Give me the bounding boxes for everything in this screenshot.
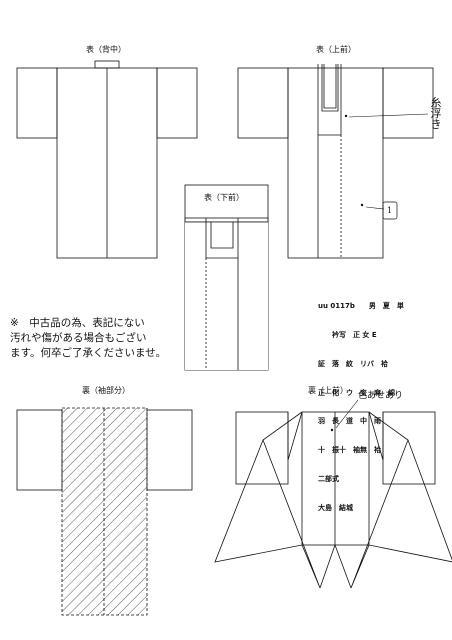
- label-lining-sleeve: 裏（袖部分）: [82, 386, 130, 395]
- label-back-center: 表（背中）: [86, 45, 126, 54]
- label-front-lower: 表（下前）: [204, 193, 244, 202]
- notice-line: ます。何卒ご了承くださいませ。: [10, 347, 167, 359]
- spec-line: uu 0117b 男 夏 単: [318, 302, 404, 311]
- kimono-lining-sleeve-view: [16, 407, 193, 616]
- handwritten-mark-one: 1: [387, 206, 393, 215]
- kimono-back-view: [16, 60, 198, 259]
- spec-line: 大島 結城: [318, 503, 353, 512]
- label-lining-upper: 裏（上前）: [308, 386, 348, 395]
- label-front-upper: 表（上前）: [316, 45, 356, 54]
- spec-line: 羽 長 道 中 雨: [318, 417, 381, 426]
- kimono-lower-front-view: [184, 184, 269, 371]
- kimono-lining-upper-view: [214, 399, 452, 589]
- spec-line: 十 振十 袖無 袷: [318, 446, 381, 455]
- spec-line: 衿写 正 女 E: [318, 330, 377, 339]
- notice-line: ※ 中古品の為、表記にない: [10, 317, 145, 329]
- spec-line: 正 化 ウ 交 麻 綿: [318, 388, 395, 397]
- kimono-upper-front-view: [237, 64, 434, 259]
- used-item-notice: ※ 中古品の為、表記にない 汚れや傷がある場合もござい ます。何卒ご了承ください…: [10, 316, 166, 361]
- spec-line: 二部式: [318, 474, 339, 483]
- spec-block: uu 0117b 男 夏 単 衿写 正 女 E 証 落 紋 リバ 袷 正 化 ウ…: [318, 283, 404, 523]
- spec-line: 証 落 紋 リバ 袷: [318, 359, 388, 368]
- handwritten-float-note: 糸浮き: [430, 96, 442, 131]
- handwritten-color-note: 色あせあり: [358, 391, 404, 401]
- notice-line: 汚れや傷がある場合もござい: [10, 332, 147, 344]
